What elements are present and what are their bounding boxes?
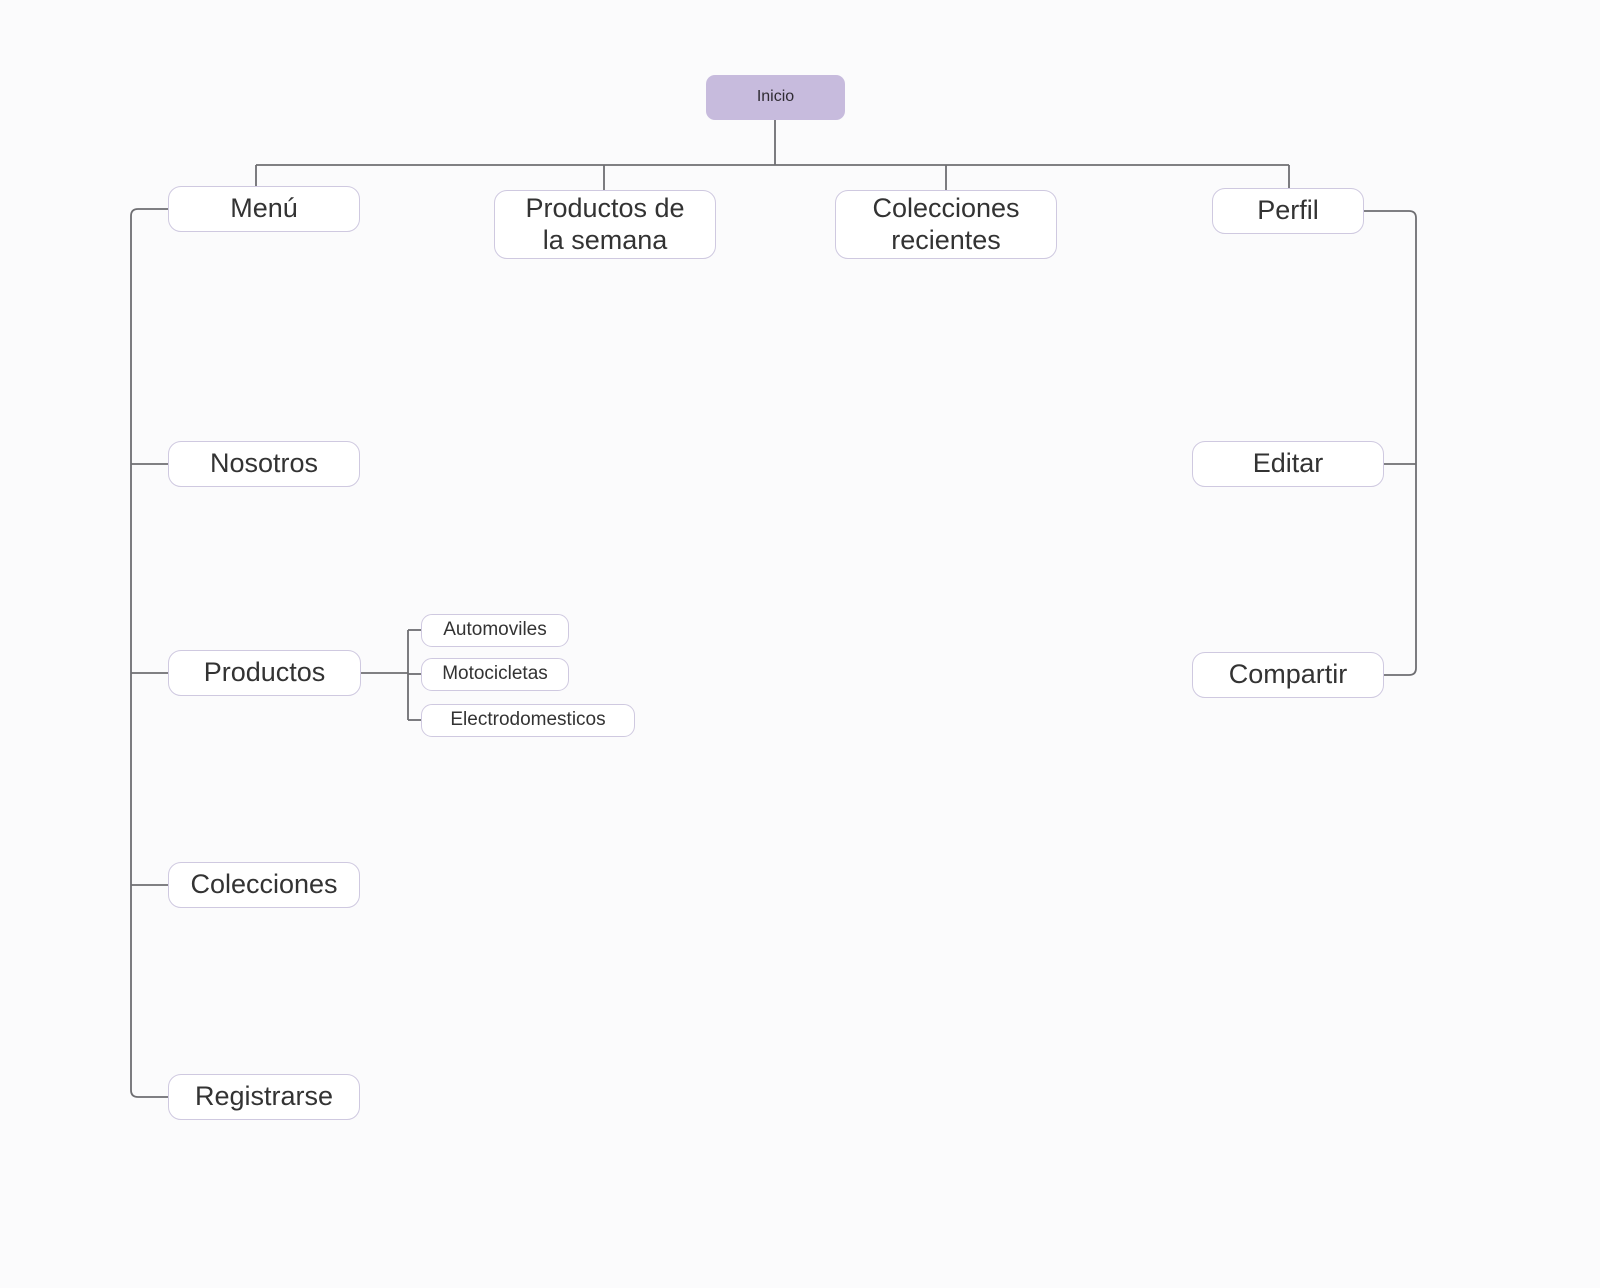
node-editar-label: Editar [1252,448,1324,479]
node-perfil-label: Perfil [1257,195,1319,226]
node-colecciones-label: Colecciones [190,869,338,900]
node-compartir[interactable]: Compartir [1192,652,1384,698]
node-inicio-label: Inicio [756,88,795,106]
node-menu-label: Menú [230,193,298,224]
node-productos-de-la-semana[interactable]: Productos de la semana [494,190,716,259]
node-nosotros[interactable]: Nosotros [168,441,360,487]
edge-menu-trunk [130,208,168,1098]
node-automoviles[interactable]: Automoviles [421,614,569,647]
node-inicio[interactable]: Inicio [706,75,845,120]
node-colecciones[interactable]: Colecciones [168,862,360,908]
node-registrarse-label: Registrarse [194,1081,334,1112]
node-productos[interactable]: Productos [168,650,361,696]
node-registrarse[interactable]: Registrarse [168,1074,360,1120]
node-electrodomesticos[interactable]: Electrodomesticos [421,704,635,737]
node-menu[interactable]: Menú [168,186,360,232]
node-productos-label: Productos [203,657,326,688]
node-motocicletas[interactable]: Motocicletas [421,658,569,691]
node-nosotros-label: Nosotros [209,448,319,479]
node-compartir-label: Compartir [1228,659,1348,690]
node-colecciones-recientes-label: Colecciones recientes [872,192,1020,255]
node-editar[interactable]: Editar [1192,441,1384,487]
node-automoviles-label: Automoviles [443,619,547,641]
node-productos-de-la-semana-label: Productos de la semana [525,192,685,255]
node-electrodomesticos-label: Electrodomesticos [450,709,606,731]
node-motocicletas-label: Motocicletas [442,663,548,685]
node-perfil[interactable]: Perfil [1212,188,1364,234]
node-colecciones-recientes[interactable]: Colecciones recientes [835,190,1057,259]
